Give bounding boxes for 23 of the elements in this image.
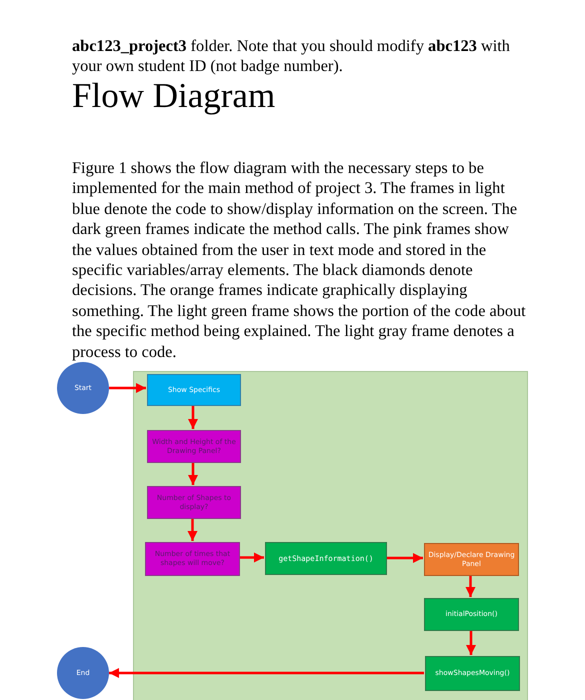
arrow [386,553,423,563]
input-box [145,542,240,576]
method-call-box [425,656,520,691]
arrow [188,405,198,429]
arrow [188,462,198,485]
frame-box [133,371,528,700]
input-box [147,486,241,519]
arrow [466,630,476,655]
process-box [147,374,241,406]
method-call-box [424,598,519,631]
method-call-box [265,542,387,575]
arrow [109,383,146,393]
terminal-circle [57,647,109,699]
terminal-circle [57,362,109,414]
arrow [188,518,198,541]
arrow [109,668,424,678]
arrow [239,552,264,562]
arrow [466,575,476,597]
body-paragraph: abc123_project3 folder. Note that you should modify abc123 with your own student ID (not badge number). [72,36,511,77]
body-paragraph: Figure 1 shows the flow diagram with the necessary steps to be implemented for the main method of project 3. The frames in light blue denote the code to show/display information on the screen. The dark green frames indicate the method calls. The pink frames show the values obtained from the user in text mode and stored in the specific variables/array elements. The black diamonds denote decisions. The orange frames indicate graphically displaying something. The light green frame shows the portion of the code about the specific method being explained. The light gray frame denotes a process to code. [72,158,527,362]
section-heading: Flow Diagram [72,76,276,116]
input-box [147,430,241,463]
display-box [424,543,519,576]
